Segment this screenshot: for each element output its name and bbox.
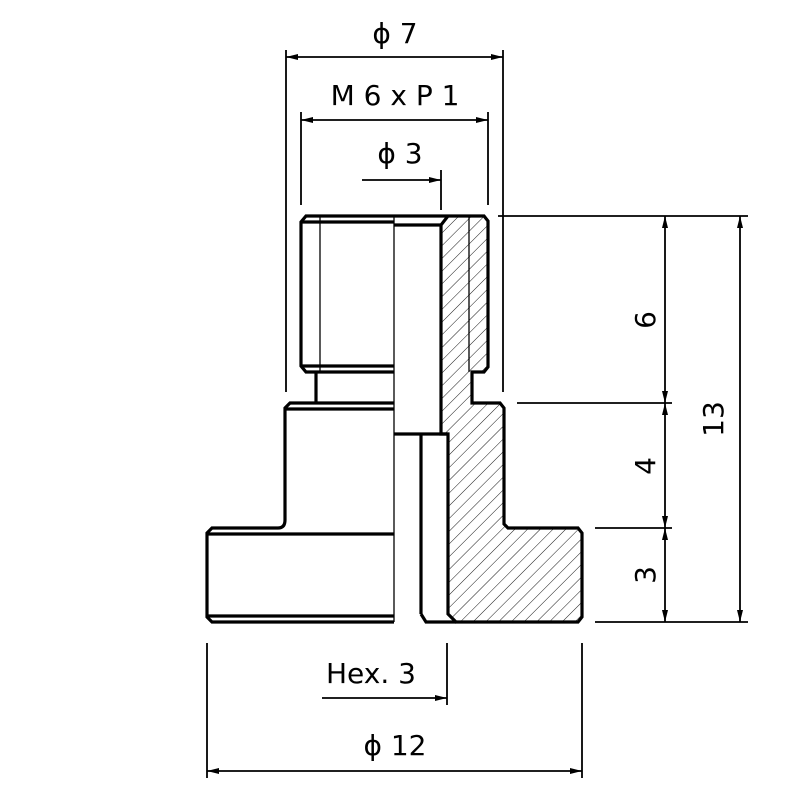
- dimension-lines: [207, 54, 743, 774]
- dim-thread-spec: M 6 x P 1: [331, 79, 460, 112]
- section-hatch: [441, 216, 582, 622]
- dim-height-flange: 3: [629, 566, 662, 584]
- dim-height-upper: 6: [629, 311, 662, 329]
- dim-hex-size: Hex. 3: [326, 657, 416, 690]
- dim-height-total: 13: [697, 401, 730, 437]
- extension-lines: [206, 50, 748, 778]
- dim-flange-dia: ϕ 12: [364, 729, 427, 762]
- part-outline: [205, 214, 584, 624]
- dim-height-middle: 4: [629, 457, 662, 475]
- dim-outer-thread-dia: ϕ 7: [372, 17, 417, 50]
- dim-bore-dia: ϕ 3: [377, 137, 422, 170]
